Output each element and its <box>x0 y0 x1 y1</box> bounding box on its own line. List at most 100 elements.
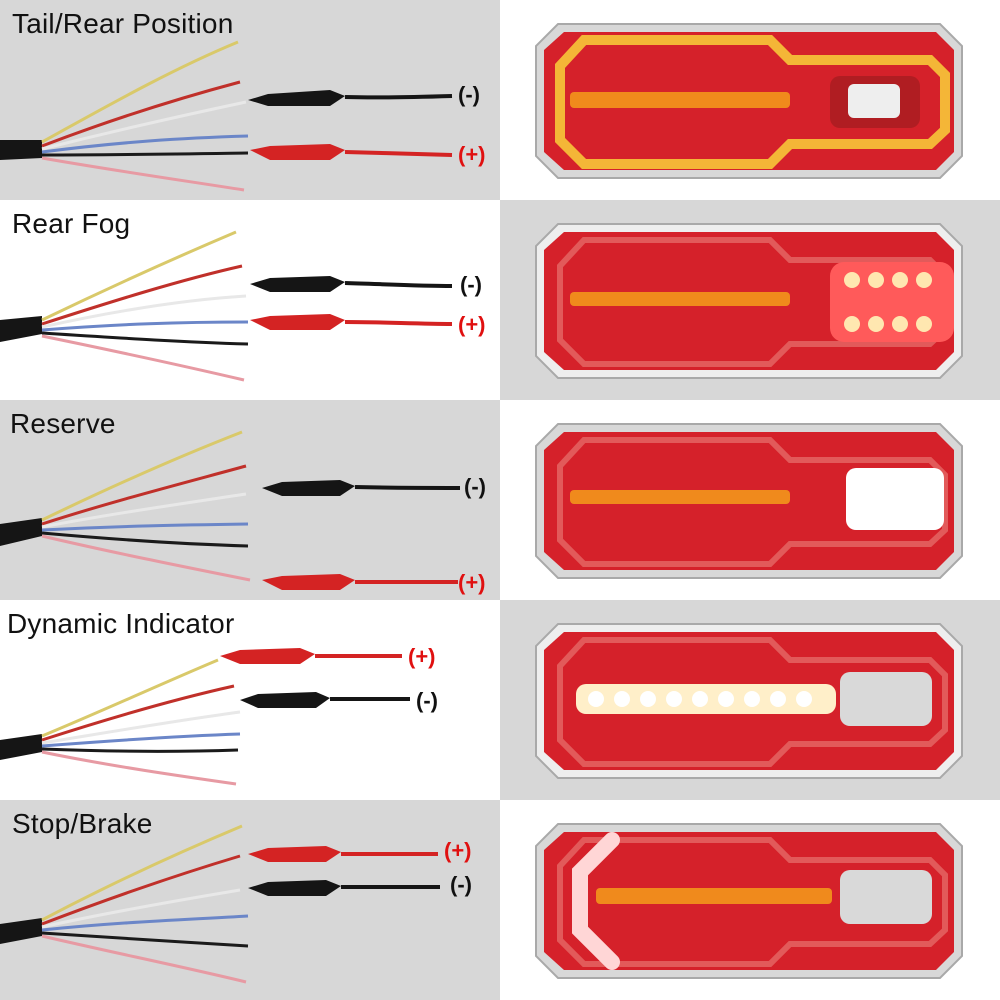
wire-pink <box>41 156 245 192</box>
wire-white <box>41 100 247 151</box>
clip-red <box>262 574 355 590</box>
wire-yellow <box>41 824 243 922</box>
wire-pink <box>41 534 251 582</box>
wire-red <box>41 854 241 926</box>
reverse-block <box>840 672 932 726</box>
lamp-panel <box>500 800 1000 1000</box>
tail-outline-amber <box>555 35 950 169</box>
row-reserve: Reserve (-) (+) <box>0 400 1000 600</box>
clip-red <box>248 846 341 862</box>
negative-label: (-) <box>450 872 472 897</box>
wire-red <box>41 684 235 742</box>
clip-black <box>240 692 330 708</box>
wire-yellow <box>41 40 239 144</box>
led <box>892 316 908 332</box>
cable-jacket <box>0 140 42 160</box>
reverse-white-block <box>846 468 944 530</box>
cable-jacket <box>0 734 42 760</box>
wire-yellow <box>41 230 237 322</box>
wiring-panel: Reserve (-) (+) <box>0 400 500 600</box>
wiring-panel: Stop/Brake (+) (-) <box>0 800 500 1000</box>
led <box>868 316 884 332</box>
row-title: Tail/Rear Position <box>12 8 234 39</box>
row-rear-fog: Rear Fog (-) (+) <box>0 200 1000 400</box>
led <box>868 272 884 288</box>
positive-label: (+) <box>408 644 436 669</box>
wire-pink <box>41 334 245 382</box>
tail-lamp-photo <box>535 623 963 779</box>
wire-black <box>41 151 249 157</box>
positive-label: (+) <box>444 838 472 863</box>
clip-red <box>250 314 345 330</box>
tail-lamp-photo <box>535 823 963 979</box>
clip-black <box>248 880 341 896</box>
wire-blue <box>41 320 249 332</box>
row-tail-position: Tail/Rear Position (-) (+) <box>0 0 1000 200</box>
negative-label: (-) <box>464 474 486 499</box>
cable-jacket <box>0 918 42 944</box>
indicator-bar <box>570 92 790 108</box>
wire-pink <box>41 934 247 984</box>
wire-black <box>41 331 249 346</box>
lamp-outline <box>557 637 948 767</box>
wiring-illustration <box>0 824 440 984</box>
row-title: Reserve <box>10 408 116 439</box>
wire-red <box>41 80 241 148</box>
wire-blue <box>41 522 249 532</box>
positive-label: (+) <box>458 142 486 167</box>
led <box>614 691 630 707</box>
wire-yellow <box>41 430 243 522</box>
row-dynamic-indicator: Dynamic Indicator (+) (-) <box>0 600 1000 800</box>
lamp-outline <box>557 237 948 367</box>
tail-lamp-photo <box>535 23 963 179</box>
row-title: Stop/Brake <box>12 808 153 839</box>
indicator-bar <box>596 888 832 904</box>
led <box>916 316 932 332</box>
cable-jacket <box>0 316 42 342</box>
clip-red <box>220 648 315 664</box>
wire-pink <box>41 750 237 786</box>
positive-label: (+) <box>458 570 486 595</box>
row-stop-brake: Stop/Brake (+) (-) <box>0 800 1000 1000</box>
led <box>916 272 932 288</box>
lamp-outline <box>557 837 948 967</box>
led <box>640 691 656 707</box>
indicator-leds <box>588 691 812 707</box>
wiring-illustration <box>0 40 453 192</box>
led <box>796 691 812 707</box>
wire-black <box>41 747 239 753</box>
led <box>770 691 786 707</box>
wiring-illustration <box>0 430 461 590</box>
lead-black <box>354 485 461 490</box>
indicator-bar <box>570 490 790 504</box>
wiring-illustration <box>0 648 410 786</box>
wire-red <box>41 264 243 326</box>
wire-white <box>41 888 241 929</box>
negative-label: (-) <box>460 272 482 297</box>
positive-label: (+) <box>458 312 486 337</box>
cable-jacket <box>0 518 42 546</box>
wire-black <box>41 931 249 948</box>
lamp-panel <box>500 0 1000 200</box>
row-title: Rear Fog <box>12 208 131 239</box>
negative-label: (-) <box>416 688 438 713</box>
led <box>692 691 708 707</box>
led <box>718 691 734 707</box>
led <box>892 272 908 288</box>
reverse-block <box>840 870 932 924</box>
indicator-bar <box>570 292 790 306</box>
wire-red <box>41 464 247 526</box>
tail-lamp-photo <box>535 423 963 579</box>
clip-black <box>262 480 355 496</box>
lead-black <box>344 94 453 100</box>
wiring-panel: Dynamic Indicator (+) (-) <box>0 600 500 800</box>
clip-black <box>250 276 345 292</box>
wire-white <box>41 492 247 529</box>
row-title: Dynamic Indicator <box>7 608 235 639</box>
led <box>588 691 604 707</box>
wiring-illustration <box>0 230 453 382</box>
clip-red <box>250 144 345 160</box>
wire-yellow <box>41 658 219 738</box>
tail-lamp-photo <box>535 223 963 379</box>
wiring-panel: Tail/Rear Position (-) (+) <box>0 0 500 200</box>
